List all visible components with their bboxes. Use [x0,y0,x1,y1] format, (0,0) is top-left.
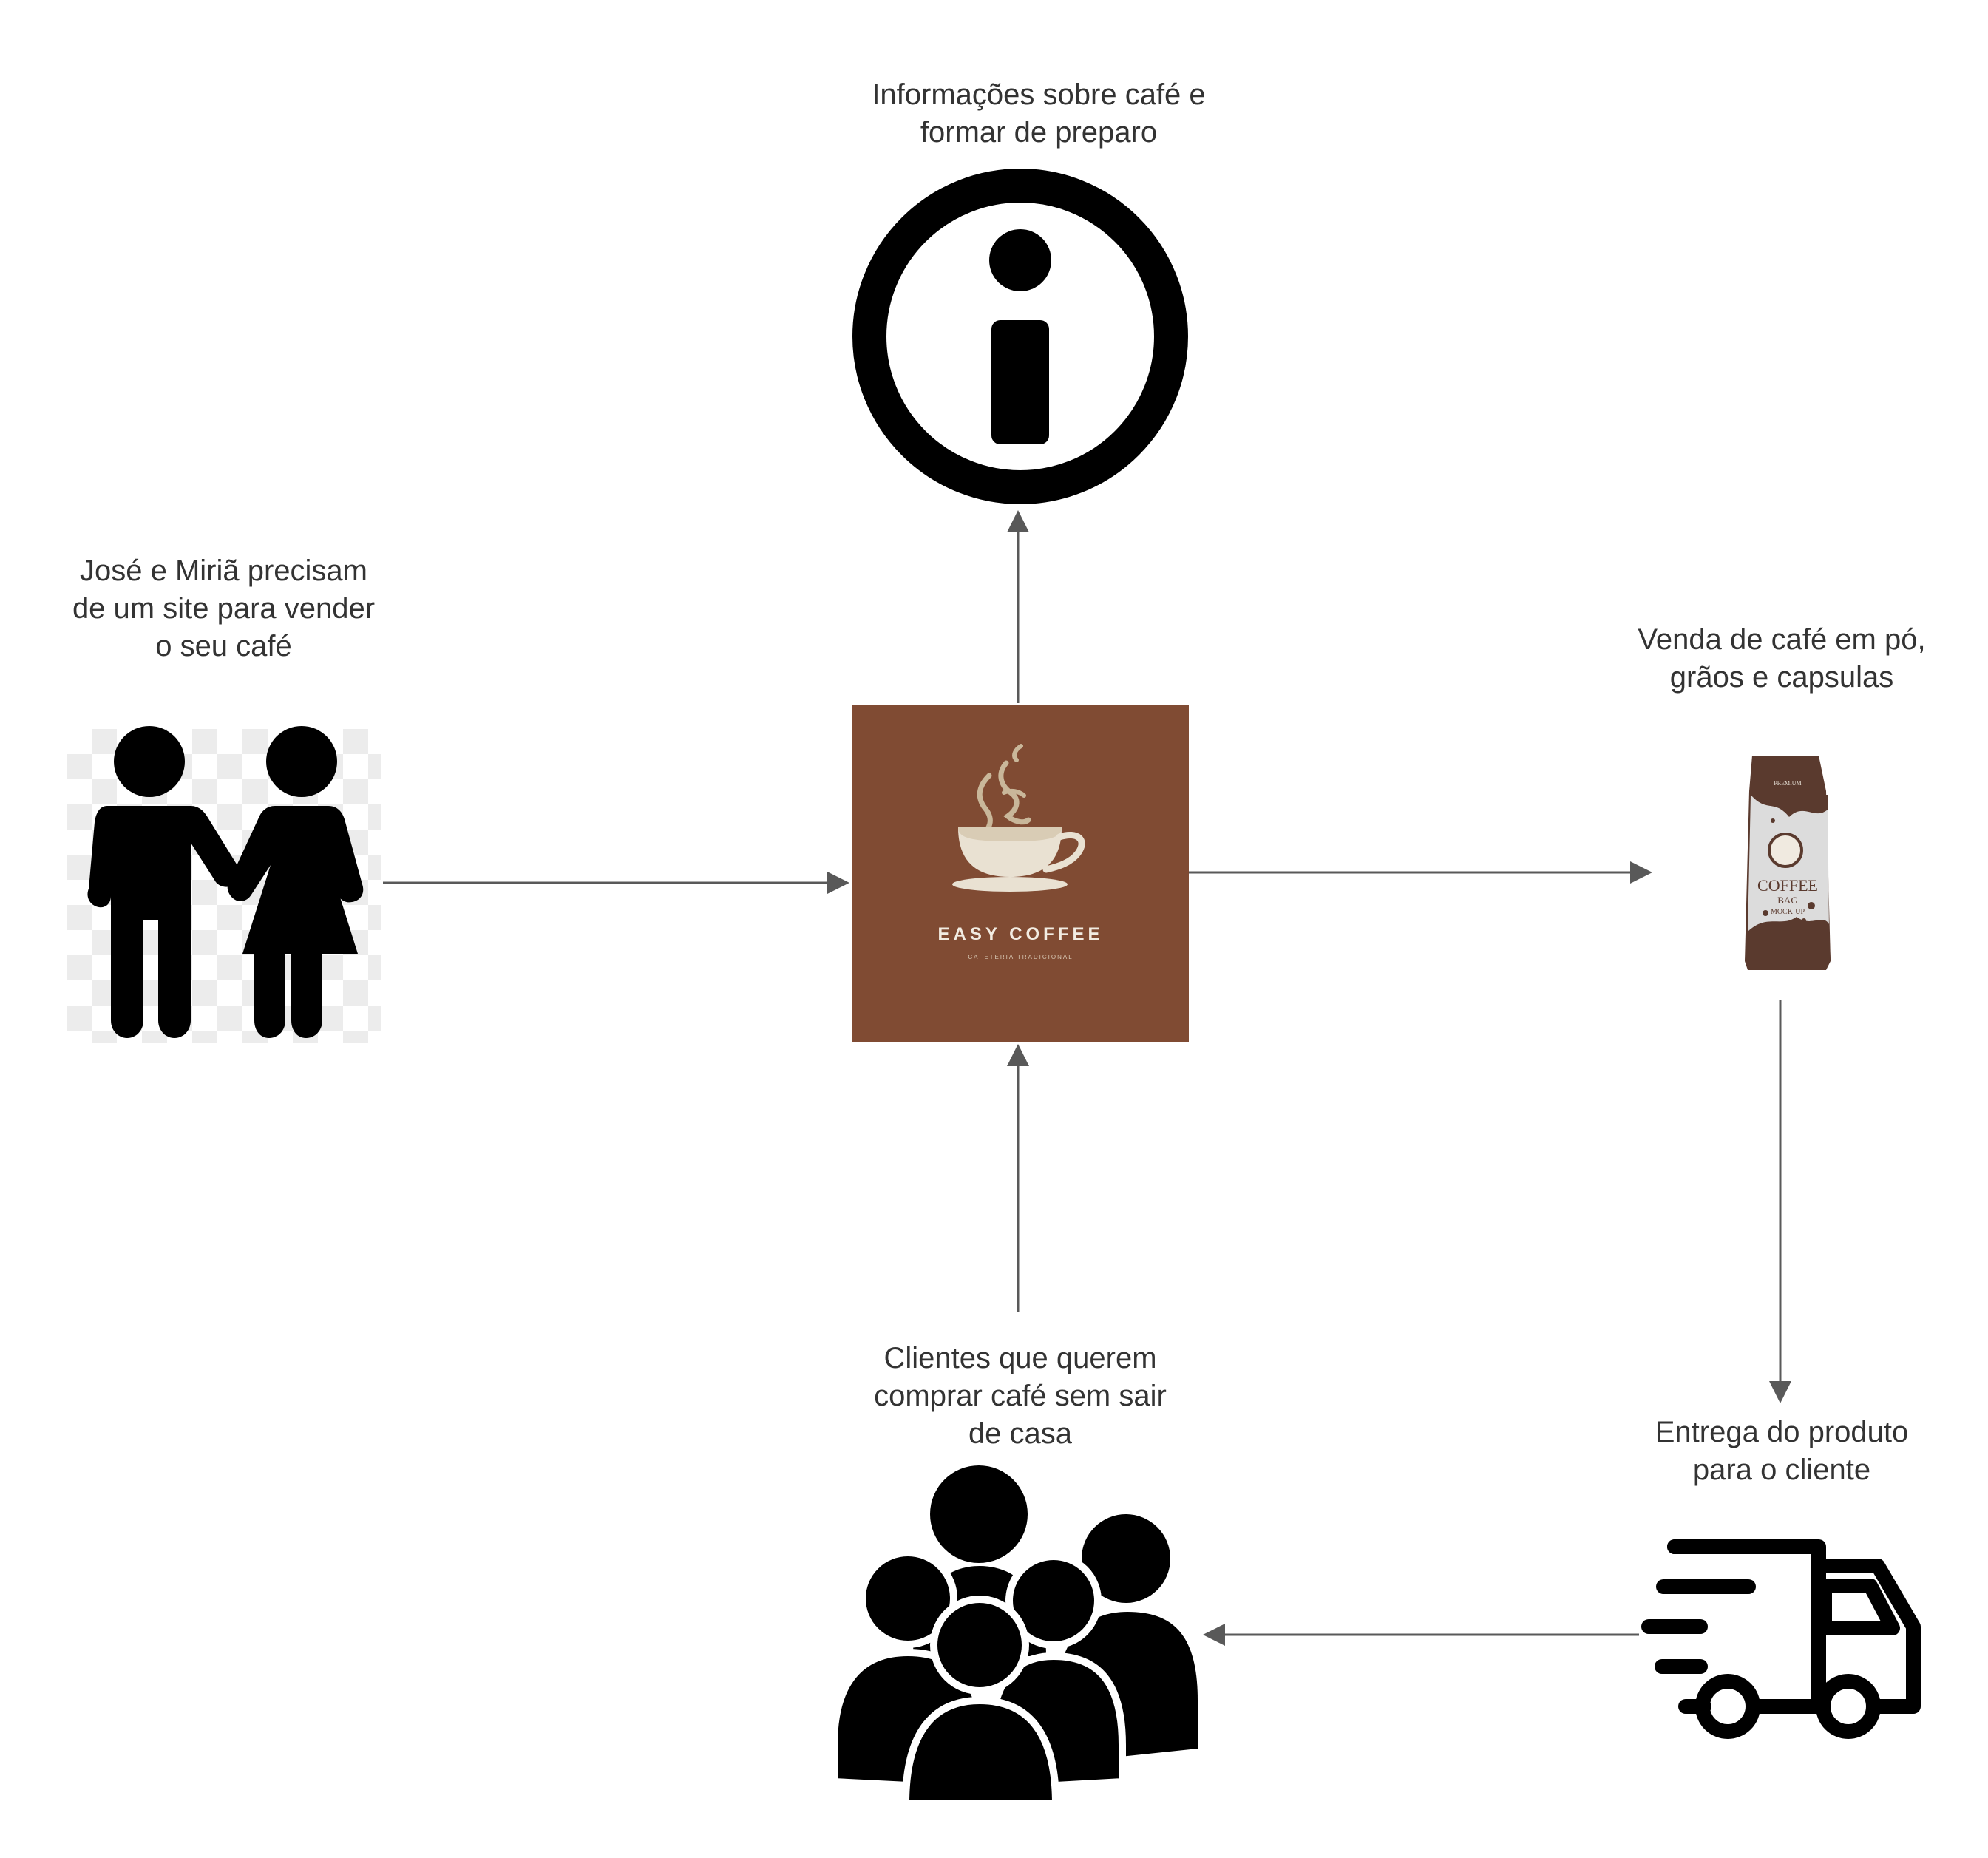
info-label: Informações sobre café e formar de prepa… [858,76,1220,152]
delivery-label-line-2: para o cliente [1692,1454,1871,1486]
info-label-line-1: Informações sobre café e [872,78,1206,111]
customers-label-line-2: comprar café sem sair [874,1380,1167,1412]
owners-label: José e Miriã precisam de um site para ve… [44,552,403,665]
customers-label-line-3: de casa [968,1417,1073,1450]
products-label: Venda de café em pó, grãos e capsulas [1612,621,1952,696]
easy-coffee-logo: EASY COFFEE CAFETERIA TRADICIONAL [852,705,1189,1042]
coffee-bag-icon: PREMIUM COFFEE BAG MOCK-UP [1745,756,1831,970]
products-label-line-1: Venda de café em pó, [1638,623,1926,656]
owners-label-line-1: José e Miriã precisam [79,555,367,587]
owners-label-line-2: de um site para vender [72,592,376,625]
couple-icon [87,726,364,1038]
delivery-truck-icon [1641,1539,1921,1739]
brand-tagline: CAFETERIA TRADICIONAL [968,954,1073,960]
delivery-label: Entrega do produto para o cliente [1626,1414,1937,1489]
group-icon [830,1465,1198,1808]
owners-label-line-3: o seu café [155,630,292,662]
products-label-line-2: grãos e capsulas [1669,661,1894,694]
info-icon [852,169,1188,504]
bag-main-text: COFFEE [1757,876,1818,895]
brand-name: EASY COFFEE [937,924,1104,944]
customers-label: Clientes que querem comprar café sem sai… [843,1340,1198,1453]
bag-top-text: PREMIUM [1774,780,1801,787]
delivery-label-line-1: Entrega do produto [1655,1416,1909,1448]
bag-sub-text: BAG [1777,895,1797,906]
customers-label-line-1: Clientes que querem [883,1342,1157,1374]
bag-tag-text: MOCK-UP [1771,908,1805,916]
info-label-line-2: formar de preparo [920,116,1158,149]
coffee-cup-icon [952,744,1085,892]
